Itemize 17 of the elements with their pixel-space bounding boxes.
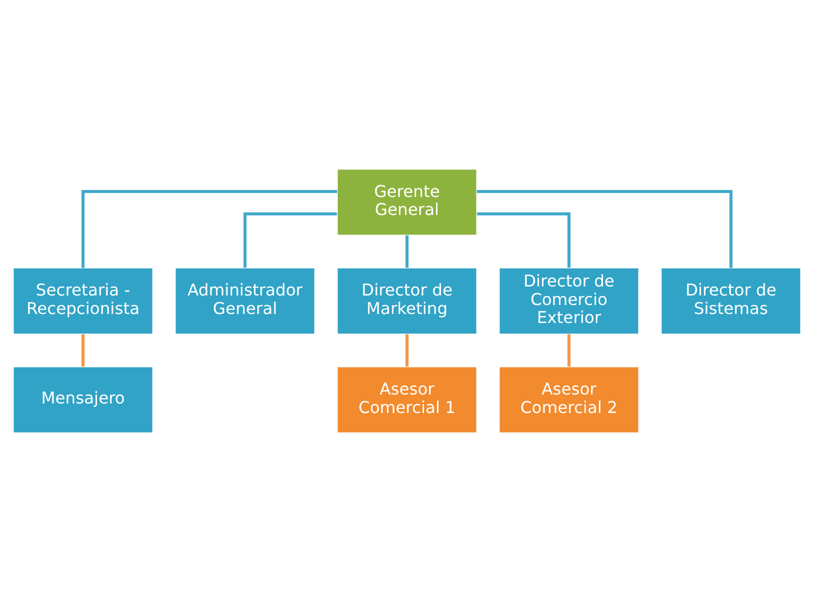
- node-box: Administrador General: [174, 266, 316, 334]
- connector: [82, 334, 85, 366]
- node-box: Asesor Comercial 2: [498, 366, 640, 433]
- connector: [405, 234, 409, 268]
- node-box: Director de Sistemas: [660, 266, 802, 334]
- connector: [82, 189, 338, 268]
- node-box: Director de Comercio Exterior: [498, 266, 640, 334]
- connector: [567, 334, 570, 366]
- node-box: Director de Marketing: [336, 266, 478, 334]
- connector: [405, 334, 409, 366]
- connector: [244, 212, 337, 268]
- node-box: Secretaria - Recepcionista: [12, 266, 154, 334]
- node-box: Mensajero: [12, 366, 154, 433]
- connector: [477, 212, 570, 268]
- node-box: Gerente General: [336, 168, 478, 236]
- node-box: Asesor Comercial 1: [336, 366, 478, 433]
- connector: [476, 189, 732, 268]
